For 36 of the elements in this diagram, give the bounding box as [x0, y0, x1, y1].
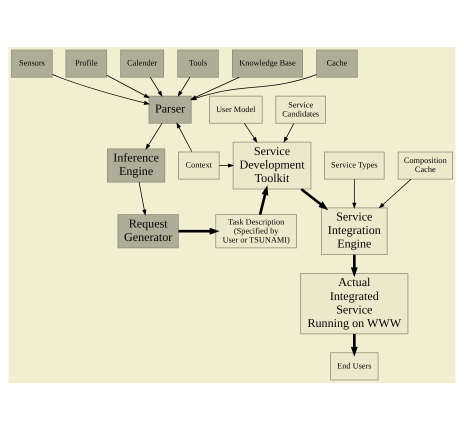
arrow — [178, 76, 190, 97]
node-box: Inference Engine — [107, 148, 166, 183]
node-box: Calender — [120, 50, 164, 78]
arrow — [178, 228, 220, 235]
node-box: Request Generator — [118, 214, 179, 248]
arrow — [378, 178, 412, 208]
node-box: Actual Integrated Service Running on WWW — [300, 273, 408, 334]
arrow — [145, 122, 162, 150]
node-box: Sensors — [11, 50, 53, 78]
arrow — [244, 122, 258, 143]
node-box: Service Integration Engine — [321, 207, 388, 256]
node-box: End Users — [330, 352, 378, 380]
node-box: Knowledge Base — [232, 50, 303, 78]
arrow — [106, 74, 150, 98]
node-box: Service Candidates — [275, 96, 326, 124]
arrow — [350, 334, 358, 357]
arrow — [176, 122, 192, 152]
node-box: User Model — [208, 96, 263, 124]
arrow — [258, 185, 268, 215]
arrow — [284, 122, 294, 144]
arrow — [300, 188, 328, 210]
arrow — [150, 76, 163, 97]
node-box: Parser — [148, 96, 192, 124]
node-box: Cache — [316, 50, 358, 78]
node-box: Service Development Toolkit — [232, 142, 312, 190]
node-box: Profile — [66, 50, 108, 78]
arrow — [350, 254, 358, 278]
node-box: Task Description (Specified by User or TSUNAMI) — [215, 214, 297, 248]
arrow — [138, 182, 146, 216]
arrow — [52, 74, 150, 105]
node-box: Context — [178, 152, 220, 180]
node-box: Tools — [177, 50, 219, 78]
arrow — [352, 178, 356, 209]
node-box: Service Types — [324, 152, 385, 180]
node-box: Composition Cache — [398, 152, 453, 180]
arrow — [219, 163, 234, 168]
